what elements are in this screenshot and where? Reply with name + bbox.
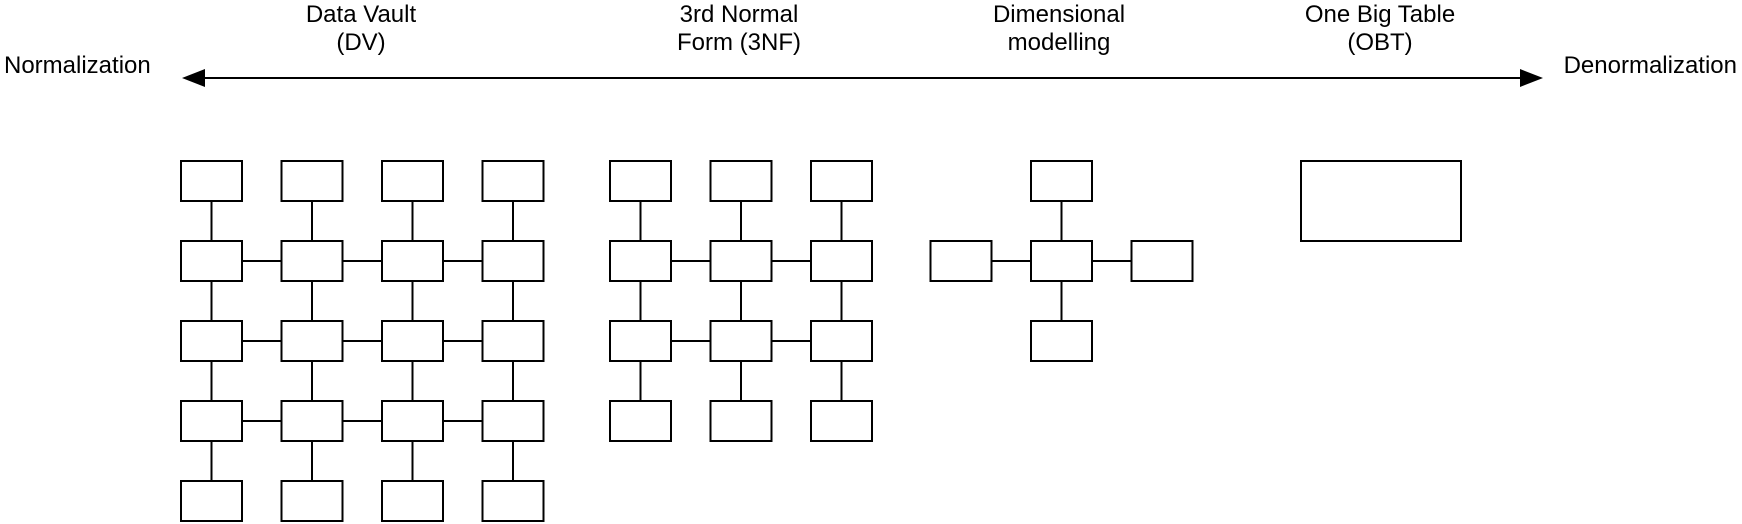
table-box — [810, 240, 873, 282]
label-line: 3rd Normal — [679, 1, 799, 28]
table-box — [481, 160, 545, 202]
table-box — [180, 400, 243, 442]
one-big-table-schema — [1300, 160, 1462, 242]
table-box — [280, 160, 344, 202]
table-box — [280, 240, 344, 282]
table-box — [381, 480, 444, 522]
table-box — [609, 160, 672, 202]
data-vault-label: Data Vault (DV) — [306, 1, 416, 57]
table-box — [810, 160, 873, 202]
one-big-table-label: One Big Table (OBT) — [1305, 1, 1455, 57]
table-box — [280, 480, 344, 522]
fact-table-box — [1030, 240, 1093, 282]
table-box — [481, 480, 545, 522]
arrowhead-right-icon — [1520, 69, 1543, 87]
label-line: (OBT) — [1347, 29, 1413, 56]
table-box — [709, 240, 773, 282]
table-box — [609, 240, 672, 282]
dimension-box — [1030, 320, 1093, 362]
dimension-box — [1030, 160, 1093, 202]
table-box — [280, 320, 344, 362]
table-box — [381, 240, 444, 282]
label-line: Data Vault — [305, 1, 417, 28]
table-box — [180, 160, 243, 202]
table-box — [180, 320, 243, 362]
label-line: modelling — [1007, 29, 1111, 56]
label-line: Form (3NF) — [677, 29, 801, 56]
data-vault-schema — [180, 160, 545, 522]
table-box — [180, 240, 243, 282]
dimension-box — [1130, 240, 1194, 282]
table-box — [481, 240, 545, 282]
dimensional-modelling-label: Dimensional modelling — [993, 1, 1125, 57]
label-line: Dimensional — [992, 1, 1126, 28]
table-box — [810, 400, 873, 442]
label-line: One Big Table — [1304, 1, 1456, 28]
table-box — [481, 320, 545, 362]
third-normal-form-label: 3rd Normal Form (3NF) — [677, 1, 801, 57]
normalization-label: Normalization — [4, 52, 151, 79]
table-box — [609, 400, 672, 442]
table-box — [381, 320, 444, 362]
table-box — [381, 400, 444, 442]
dimensional-modelling-schema — [929, 160, 1194, 362]
table-box — [481, 400, 545, 442]
dimension-box — [929, 240, 993, 282]
table-box — [381, 160, 444, 202]
table-box — [709, 160, 773, 202]
schema-diagrams — [180, 160, 1462, 522]
table-box — [709, 400, 773, 442]
spectrum-arrow — [182, 69, 1543, 87]
table-box — [280, 400, 344, 442]
big-table-box — [1300, 160, 1462, 242]
denormalization-label: Denormalization — [1563, 52, 1737, 79]
table-box — [709, 320, 773, 362]
table-box — [609, 320, 672, 362]
arrowhead-left-icon — [182, 69, 205, 87]
table-box — [810, 320, 873, 362]
table-box — [180, 480, 243, 522]
label-line: (DV) — [336, 29, 386, 56]
third-normal-form-schema — [609, 160, 873, 442]
